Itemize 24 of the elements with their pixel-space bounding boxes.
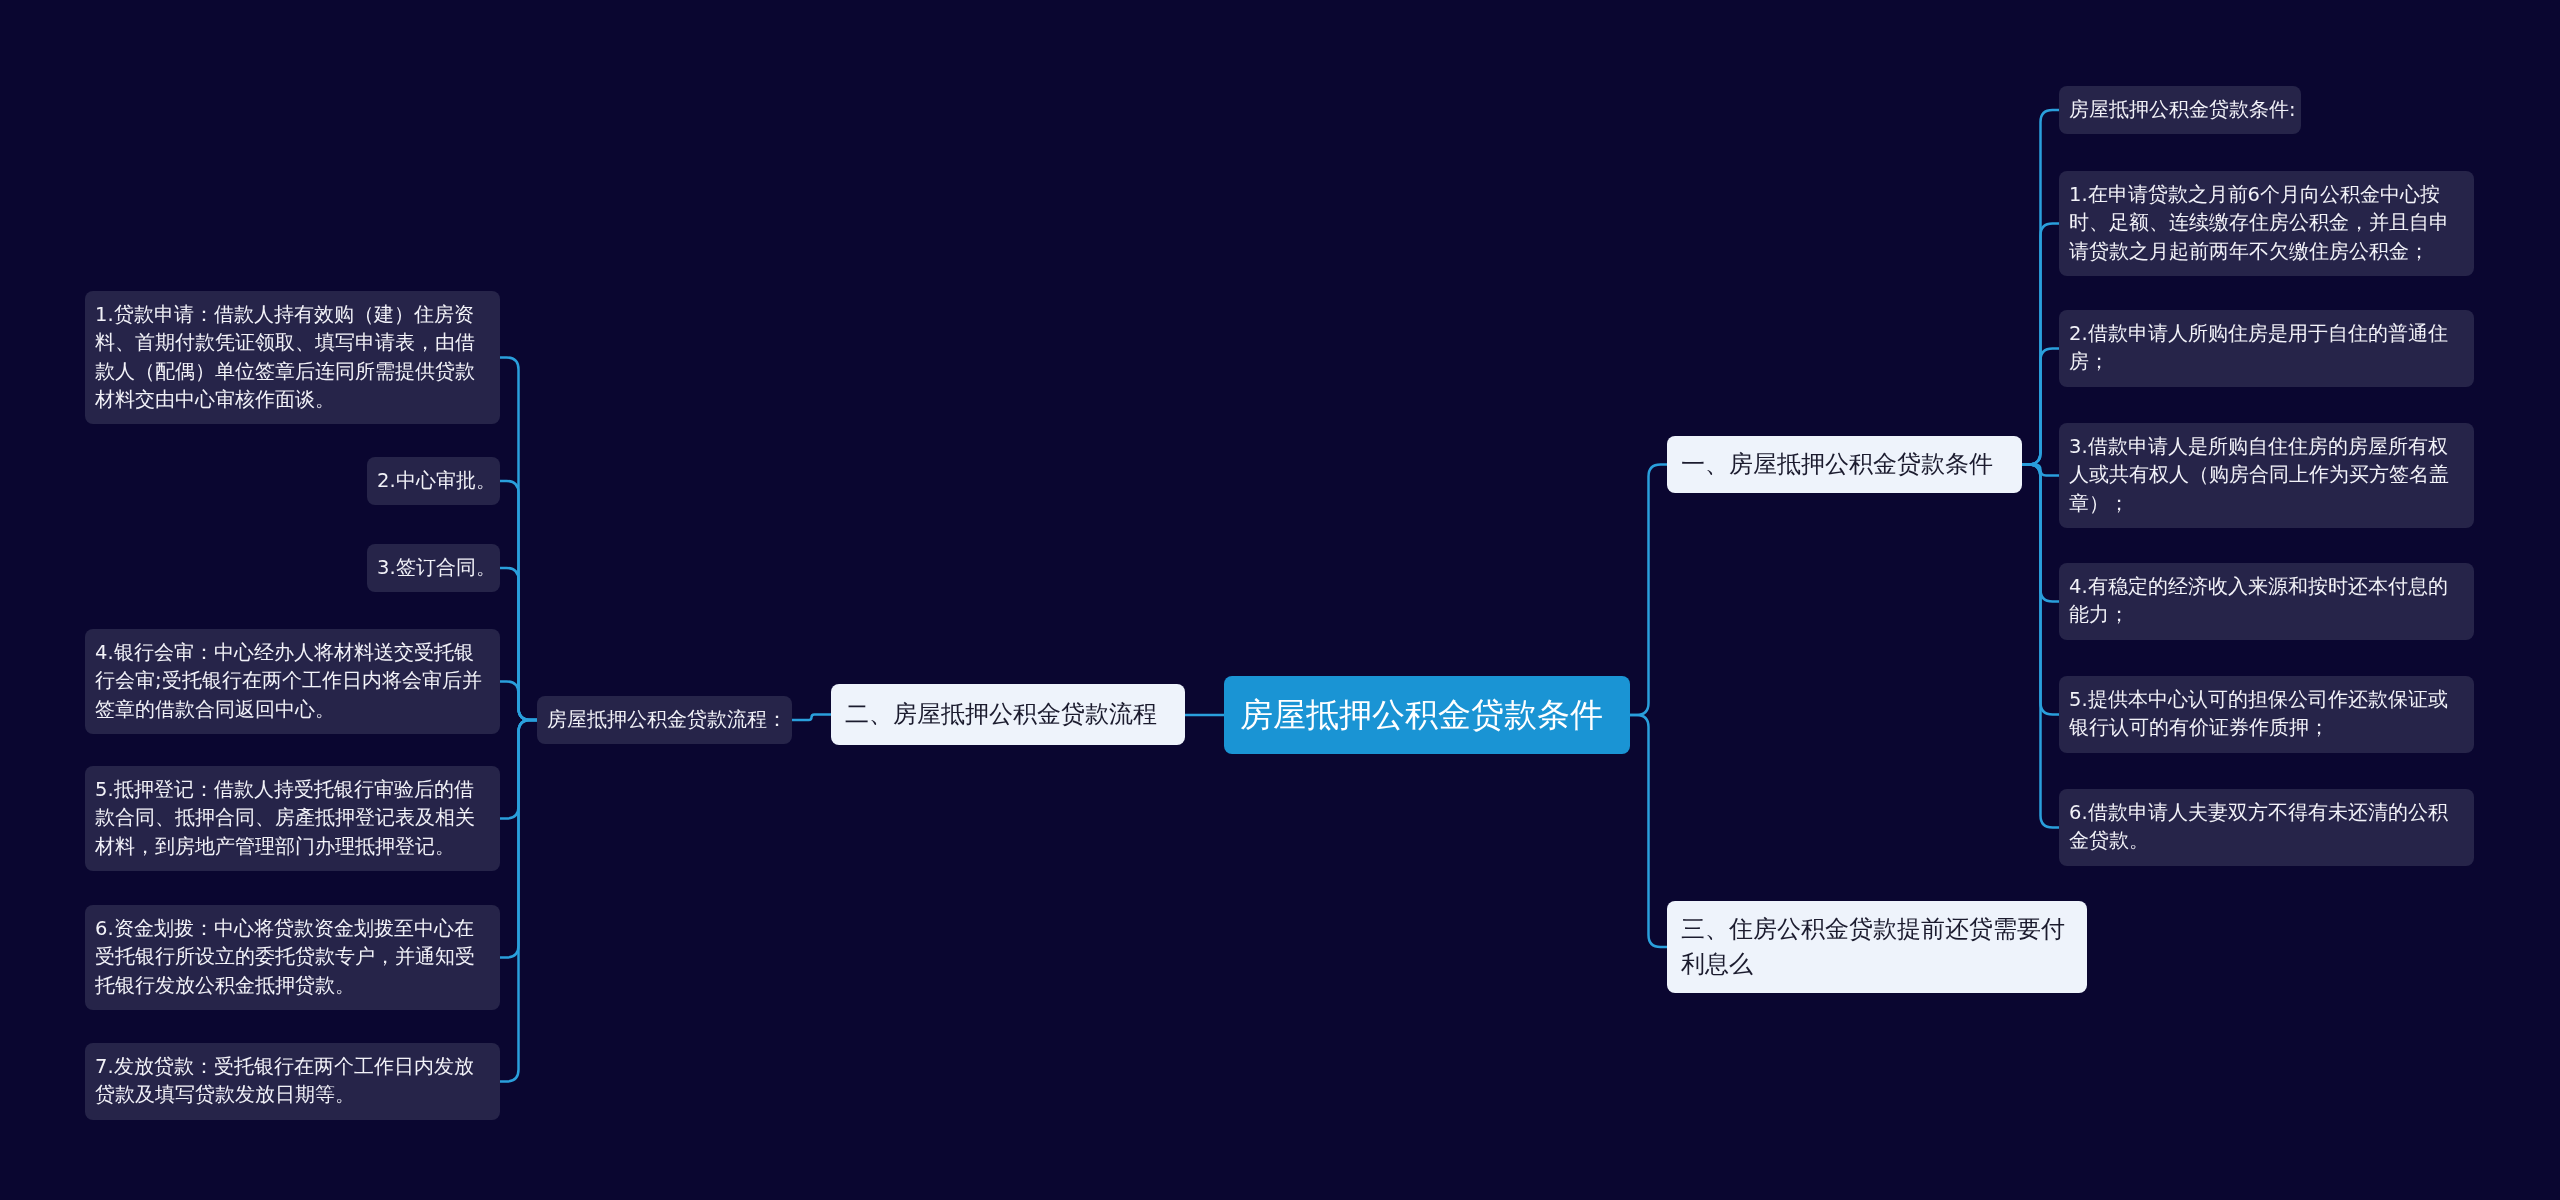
subtopic-box: 2.借款申请人所购住房是用于自住的普通住房； xyxy=(2059,310,2474,387)
root-topic-box: 房屋抵押公积金贷款条件 xyxy=(1224,676,1630,754)
subtopic-box: 6.资金划拨：中心将贷款资金划拨至中心在受托银行所设立的委托贷款专户，并通知受托银行发放公积金抵押贷款。 xyxy=(85,905,500,1010)
subtopic-box: 房屋抵押公积金贷款条件: xyxy=(2059,86,2301,135)
subtopic-box: 3.借款申请人是所购自住住房的房屋所有权人或共有权人（购房合同上作为买方签名盖章）； xyxy=(2059,423,2474,528)
subtopic-box: 4.有稳定的经济收入来源和按时还本付息的能力； xyxy=(2059,563,2474,640)
topic-box: 一、房屋抵押公积金贷款条件 xyxy=(1667,436,2022,493)
subtopic-box: 5.提供本中心认可的担保公司作还款保证或银行认可的有价证券作质押； xyxy=(2059,676,2474,753)
connector-line xyxy=(1185,713,1224,717)
connector-line xyxy=(500,718,537,1083)
subtopic-box: 7.发放贷款：受托银行在两个工作日内发放贷款及填写贷款发放日期等。 xyxy=(85,1043,500,1120)
topic-box: 三、住房公积金贷款提前还贷需要付利息么 xyxy=(1667,901,2087,993)
subtopic-box: 4.银行会审：中心经办人将材料送交受托银行会审;受托银行在两个工作日内将会审后并签章的借款合同返回中心。 xyxy=(85,629,500,734)
subtopic-box: 2.中心审批。 xyxy=(367,457,500,506)
subtopic-box: 5.抵押登记：借款人持受托银行审验后的借款合同、抵押合同、房產抵押登记表及相关材料，到房地产管理部门办理抵押登记。 xyxy=(85,766,500,871)
connector-line xyxy=(792,713,831,722)
subtopic-box: 1.贷款申请：借款人持有效购（建）住房资料、首期付款凭证领取、填写申请表，由借款人（配偶）单位签章后连同所需提供贷款材料交由中心审核作面谈。 xyxy=(85,291,500,425)
connector-line xyxy=(1630,713,1667,949)
subtopic-box: 房屋抵押公积金贷款流程： xyxy=(537,696,792,745)
subtopic-box: 1.在申请贷款之月前6个月向公积金中心按时、足额、连续缴存住房公积金，并且自申请贷款之月起前两年不欠缴住房公积金； xyxy=(2059,171,2474,276)
connector-line xyxy=(2022,463,2059,829)
topic-box: 二、房屋抵押公积金贷款流程 xyxy=(831,684,1185,745)
subtopic-box: 3.签订合同。 xyxy=(367,544,500,593)
subtopic-box: 6.借款申请人夫妻双方不得有未还清的公积金贷款。 xyxy=(2059,789,2474,866)
